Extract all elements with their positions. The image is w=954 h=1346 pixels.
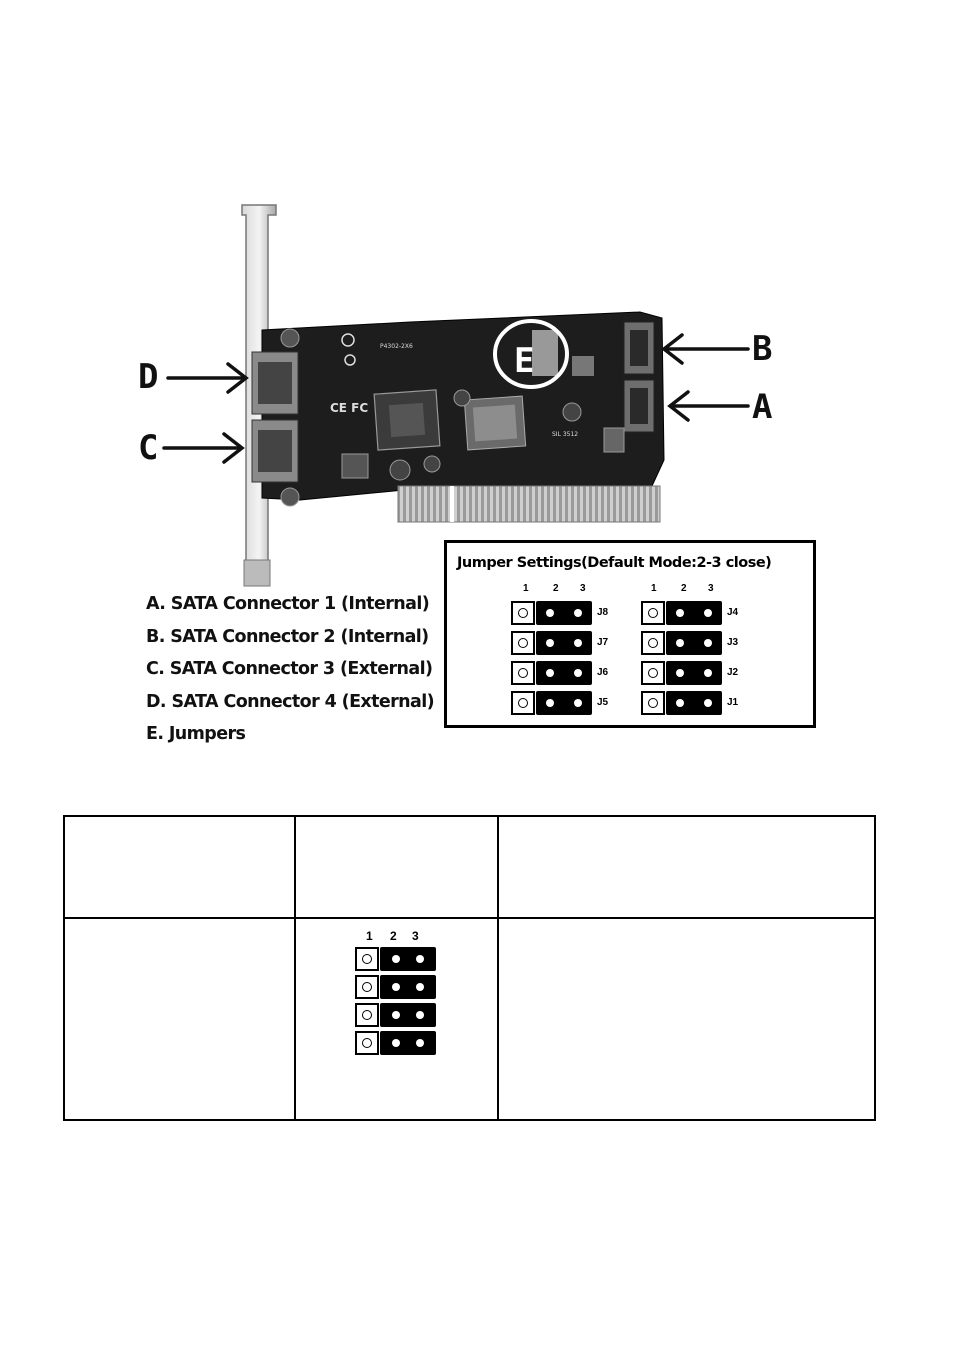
jumper-row: J1 xyxy=(641,691,741,719)
pin-number: 2 xyxy=(681,583,687,594)
jumper-row: J2 xyxy=(641,661,741,689)
pins-2-3-closed xyxy=(666,661,722,685)
callout-b: B xyxy=(752,329,773,369)
legend-item-b: B. SATA Connector 2 (Internal) xyxy=(146,626,429,647)
svg-text:SIL 3512: SIL 3512 xyxy=(552,431,578,438)
mini-pin-numbers: 1 2 3 xyxy=(366,929,446,943)
table-cell xyxy=(63,917,296,1121)
jumper-row xyxy=(355,1031,455,1059)
pins-2-3-closed xyxy=(536,601,592,625)
table-header-row xyxy=(63,815,876,919)
silkscreen-marks: CE FC P4302-2X6 SIL 3512 xyxy=(330,333,578,438)
jumper-settings-panel: Jumper Settings(Default Mode:2-3 close) … xyxy=(444,540,816,728)
pin-1-open xyxy=(641,631,665,655)
pin-1-open xyxy=(641,691,665,715)
pin-1-open xyxy=(355,1003,379,1027)
jumper-row: J6 xyxy=(511,661,611,689)
pin-1-open xyxy=(355,1031,379,1055)
jumper-label: J1 xyxy=(727,697,739,708)
jumper-label: J3 xyxy=(727,637,739,648)
jumper-settings-title: Jumper Settings(Default Mode:2-3 close) xyxy=(457,555,772,571)
callout-arrows xyxy=(162,333,750,464)
callout-a: A xyxy=(752,387,773,427)
jumper-row xyxy=(355,975,455,1003)
jumper-mode-table: 1 2 3 xyxy=(63,815,876,1121)
pcb-board xyxy=(261,311,665,523)
pin-number: 3 xyxy=(708,583,714,594)
legend-item-e: E. Jumpers xyxy=(146,724,246,744)
pci-card-photo: CE FC P4302-2X6 SIL 3512 E xyxy=(162,204,750,587)
board-chips xyxy=(341,389,625,481)
jumper-row: J7 xyxy=(511,631,611,659)
table-row: 1 2 3 xyxy=(63,917,876,1121)
jumper-label: J2 xyxy=(727,667,739,678)
pin-number: 3 xyxy=(412,929,419,943)
pins-2-3-closed xyxy=(380,1003,436,1027)
pin-numbers-left: 1 2 3 xyxy=(523,583,603,595)
pin-number: 3 xyxy=(580,583,586,594)
pins-2-3-closed xyxy=(666,691,722,715)
legend-item-c: C. SATA Connector 3 (External) xyxy=(146,659,433,679)
legend-item-d: D. SATA Connector 4 (External) xyxy=(146,691,435,712)
jumper-label: J8 xyxy=(597,607,609,618)
pins-2-3-closed xyxy=(380,1031,436,1055)
pin-number: 1 xyxy=(366,929,373,943)
pins-2-3-closed xyxy=(380,947,436,971)
pin-1-open xyxy=(641,601,665,625)
pins-2-3-closed xyxy=(380,975,436,999)
pins-2-3-closed xyxy=(536,661,592,685)
pin-number: 2 xyxy=(390,929,397,943)
legend-item-a: A. SATA Connector 1 (Internal) xyxy=(146,594,430,614)
table-cell-jumper-diagram: 1 2 3 xyxy=(294,917,499,1121)
jumper-row xyxy=(355,1003,455,1031)
svg-text:CE FC: CE FC xyxy=(330,401,368,415)
pin-number: 1 xyxy=(651,583,657,594)
connector-legend: A. SATA Connector 1 (Internal) B. SATA C… xyxy=(146,588,446,751)
mini-jumper-diagram: 1 2 3 xyxy=(296,919,497,1119)
pin-1-open xyxy=(511,691,535,715)
pins-2-3-closed xyxy=(666,601,722,625)
pin-1-open xyxy=(511,661,535,685)
jumper-row: J8 xyxy=(511,601,611,629)
internal-sata-connectors xyxy=(623,321,655,433)
pin-number: 2 xyxy=(553,583,559,594)
board-jumper-header xyxy=(532,330,594,376)
pin-1-open xyxy=(511,601,535,625)
pin-1-open xyxy=(355,947,379,971)
jumper-row: J3 xyxy=(641,631,741,659)
table-cell xyxy=(497,917,876,1121)
pin-numbers-right: 1 2 3 xyxy=(651,583,731,595)
table-cell xyxy=(63,815,296,919)
table-cell xyxy=(294,815,499,919)
jumper-label: J6 xyxy=(597,667,609,678)
callout-c: C xyxy=(138,428,159,468)
pci-card-figure: CE FC P4302-2X6 SIL 3512 E D C B A A. SA… xyxy=(138,204,816,751)
callout-d: D xyxy=(138,357,159,397)
jumper-highlight-circle xyxy=(493,319,569,389)
pins-2-3-closed xyxy=(536,691,592,715)
pin-1-open xyxy=(355,975,379,999)
jumper-row xyxy=(355,947,455,975)
callout-e: E xyxy=(514,341,534,381)
table-cell xyxy=(497,815,876,919)
jumper-row: J5 xyxy=(511,691,611,719)
jumper-label: J5 xyxy=(597,697,609,708)
pins-2-3-closed xyxy=(666,631,722,655)
external-sata-ports xyxy=(251,351,299,483)
pin-1-open xyxy=(641,661,665,685)
jumper-row: J4 xyxy=(641,601,741,629)
svg-text:P4302-2X6: P4302-2X6 xyxy=(380,343,413,350)
pin-1-open xyxy=(511,631,535,655)
pin-number: 1 xyxy=(523,583,529,594)
jumper-label: J4 xyxy=(727,607,739,618)
jumper-label: J7 xyxy=(597,637,609,648)
pins-2-3-closed xyxy=(536,631,592,655)
